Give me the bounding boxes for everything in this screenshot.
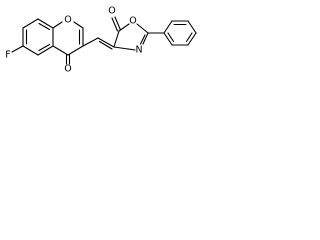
oxazolone-oxygen-label: O xyxy=(129,16,136,27)
ketone-oxygen-label: O xyxy=(64,64,71,75)
chromone-benzo-ring xyxy=(22,18,54,56)
molecule-structure: F O O O O N xyxy=(5,6,197,75)
atom-label-f: F xyxy=(5,50,10,61)
methylidene-bridge xyxy=(82,37,115,50)
atom-label-ketone-o: O xyxy=(64,64,71,75)
phenyl-ring xyxy=(147,20,197,46)
lactone-carbonyl xyxy=(111,16,122,32)
c-f-bond xyxy=(11,45,24,53)
chromone-pyranone-ring xyxy=(52,21,84,56)
atom-label-carbonyl-o: O xyxy=(108,6,115,17)
fluorine-label: F xyxy=(5,50,10,61)
atom-label-oxazolone-o: O xyxy=(129,16,136,27)
oxazolone-nitrogen-label: N xyxy=(135,45,142,56)
atom-label-ring-o: O xyxy=(64,15,71,26)
atom-label-oxazolone-n: N xyxy=(135,45,142,56)
oxazolone-ring xyxy=(113,23,149,51)
ring-oxygen-label: O xyxy=(64,15,71,26)
carbonyl-oxygen-label: O xyxy=(108,6,115,17)
ketone-group xyxy=(65,54,71,65)
